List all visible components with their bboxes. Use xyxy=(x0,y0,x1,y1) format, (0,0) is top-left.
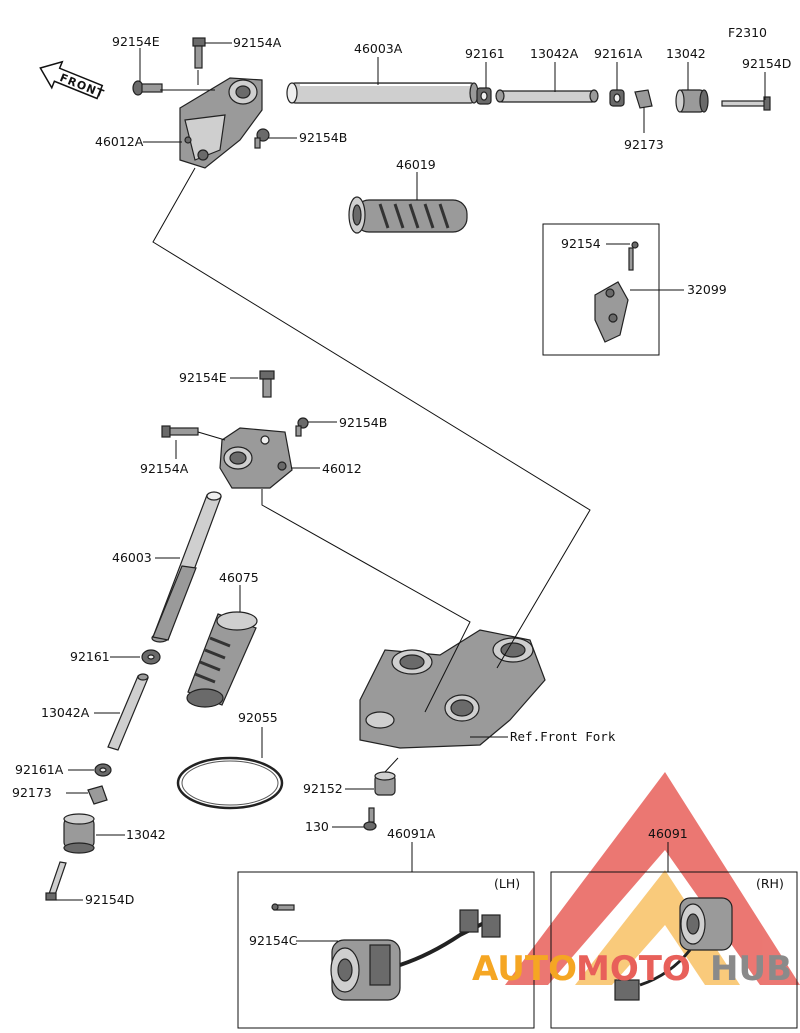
grip-46019 xyxy=(348,196,468,234)
label-46091A: 46091A xyxy=(387,826,436,841)
label-92152: 92152 xyxy=(303,781,343,796)
weight-13042-top xyxy=(675,89,709,113)
label-92154D-top: 92154D xyxy=(742,56,791,71)
nut-92161A-top xyxy=(609,89,625,107)
nut-92161-top xyxy=(476,87,492,105)
label-46091: 46091 xyxy=(648,826,688,841)
switch-46091A xyxy=(271,903,501,1001)
box-lh xyxy=(237,871,535,1029)
holder-46012 xyxy=(219,427,293,489)
handlebar-46003 xyxy=(151,491,222,643)
handlebar-46003A xyxy=(286,82,479,104)
bolt-92154A-mid xyxy=(161,425,199,438)
part-labels: 92154E 92154A 46003A 92161 13042A 92161A… xyxy=(12,34,791,948)
rod-13042A-top xyxy=(495,89,599,103)
watermark-part3: HUB xyxy=(710,949,792,989)
grip-46075 xyxy=(186,611,258,708)
label-46012: 46012 xyxy=(322,461,362,476)
label-92154: 92154 xyxy=(561,236,601,251)
label-32099: 32099 xyxy=(687,282,727,297)
switch-46091 xyxy=(614,897,733,1001)
label-13042-mid: 13042 xyxy=(126,827,166,842)
label-92154E-mid: 92154E xyxy=(179,370,227,385)
label-92154B-top: 92154B xyxy=(299,130,347,145)
box-lh-label: (LH) xyxy=(494,876,520,891)
box-rh xyxy=(550,871,798,1029)
label-92154A-top: 92154A xyxy=(233,35,282,50)
label-13042A-mid: 13042A xyxy=(41,705,90,720)
label-92161A-mid: 92161A xyxy=(15,762,64,777)
band-92055 xyxy=(176,756,284,810)
label-46019: 46019 xyxy=(396,157,436,172)
label-13042A-top: 13042A xyxy=(530,46,579,61)
bolt-92154E-top xyxy=(132,80,163,96)
label-92161-top: 92161 xyxy=(465,46,505,61)
label-130: 130 xyxy=(305,819,329,834)
label-92154C: 92154C xyxy=(249,933,298,948)
bolt-92154E-mid xyxy=(259,370,275,398)
label-92173-mid: 92173 xyxy=(12,785,52,800)
bolt-92154D-top xyxy=(721,96,771,111)
nut-92161-mid xyxy=(141,649,161,665)
label-46012A: 46012A xyxy=(95,134,144,149)
watermark-part1: AUTO xyxy=(472,949,577,989)
front-arrow: FRONT xyxy=(39,60,106,101)
label-92154E-top: 92154E xyxy=(112,34,160,49)
weight-13042-mid xyxy=(63,813,95,854)
label-13042-top: 13042 xyxy=(666,46,706,61)
leader-lines xyxy=(56,42,766,901)
label-46075: 46075 xyxy=(219,570,259,585)
bolt-92154B-top xyxy=(254,128,270,149)
box-rh-label: (RH) xyxy=(756,876,784,891)
label-92161-mid: 92161 xyxy=(70,649,110,664)
bracket-32099 xyxy=(594,241,639,343)
bolt-92154A-top xyxy=(192,37,206,69)
label-46003A: 46003A xyxy=(354,41,403,56)
label-ref-front-fork: Ref.Front Fork xyxy=(510,729,616,744)
bolt-130 xyxy=(363,807,377,831)
figure-code: F2310 xyxy=(728,25,767,40)
damper-92152 xyxy=(374,771,396,796)
front-arrow-label: FRONT xyxy=(58,71,106,101)
clip-92173-mid xyxy=(87,785,108,805)
label-46003: 46003 xyxy=(112,550,152,565)
bolt-92154D-mid xyxy=(45,861,67,901)
rod-13042A-mid xyxy=(107,673,149,751)
bolt-92154B-mid xyxy=(295,417,309,437)
watermark-text: AUTO MOTO HUB xyxy=(472,949,792,989)
nut-92161A-mid xyxy=(94,763,112,777)
label-92055: 92055 xyxy=(238,710,278,725)
watermark-part2: MOTO xyxy=(576,949,691,989)
clip-92173-top xyxy=(634,89,653,109)
label-92154A-mid: 92154A xyxy=(140,461,189,476)
label-92154B-mid: 92154B xyxy=(339,415,387,430)
label-92173-top: 92173 xyxy=(624,137,664,152)
label-92161A-top: 92161A xyxy=(594,46,643,61)
holder-46012A xyxy=(179,77,263,169)
label-92154D-mid: 92154D xyxy=(85,892,134,907)
fork-upper-bracket xyxy=(359,629,546,749)
